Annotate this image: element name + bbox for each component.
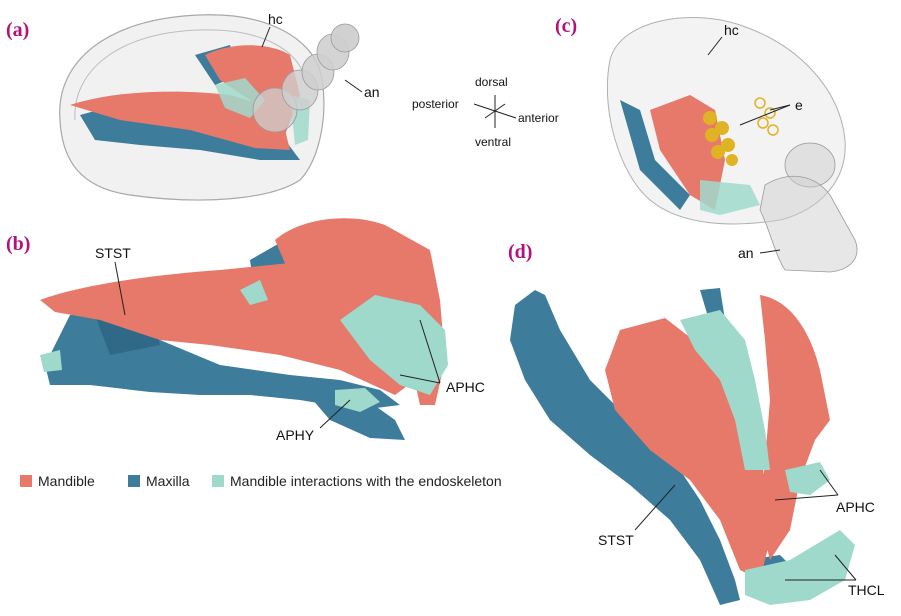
- panel-a-letter: (a): [6, 19, 29, 41]
- panel-b: (b) STST APHC APHY: [6, 218, 485, 443]
- panel-c-eye-facet: [711, 145, 725, 159]
- panel-c-eye-facet: [726, 154, 738, 166]
- legend-label-interaction: Mandible interactions with the endoskele…: [230, 473, 502, 489]
- panel-a-antenna-seg5: [331, 24, 359, 52]
- panel-a-an-label: an: [364, 84, 380, 100]
- panel-b-stst-label: STST: [95, 245, 131, 261]
- panel-a: (a) hc an: [6, 11, 380, 200]
- panel-c-an-label: an: [738, 245, 754, 261]
- orientation-posterior: posterior: [412, 97, 459, 111]
- legend: Mandible Maxilla Mandible interactions w…: [20, 473, 502, 489]
- panel-d-thcl-label: THCL: [848, 582, 885, 598]
- panel-a-an-leader: [345, 80, 362, 92]
- panel-d-stst-label: STST: [598, 532, 634, 548]
- panel-b-aphc-label: APHC: [446, 379, 485, 395]
- panel-b-interaction-tip: [40, 350, 62, 372]
- legend-label-maxilla: Maxilla: [146, 473, 190, 489]
- orientation-indicator: dorsal ventral anterior posterior: [412, 75, 559, 149]
- panel-d: (d) STST APHC THCL: [508, 241, 885, 605]
- legend-swatch-interaction: [212, 475, 224, 487]
- legend-swatch-maxilla: [128, 475, 140, 487]
- panel-d-aphc-label: APHC: [836, 499, 875, 515]
- orientation-dorsal: dorsal: [475, 75, 508, 89]
- orientation-ventral: ventral: [475, 135, 511, 149]
- panel-b-aphy-label: APHY: [276, 427, 315, 443]
- orientation-anterior: anterior: [518, 111, 559, 125]
- panel-c-eye-facet: [705, 128, 719, 142]
- legend-swatch-mandible: [20, 475, 32, 487]
- panel-d-mandible-right: [760, 295, 830, 560]
- panel-c-e-label: e: [795, 97, 803, 113]
- panel-b-letter: (b): [6, 233, 30, 255]
- panel-a-hc-label: hc: [268, 11, 283, 27]
- legend-label-mandible: Mandible: [38, 473, 95, 489]
- panel-c-letter: (c): [555, 15, 577, 37]
- panel-c: (c) hc e an: [555, 15, 857, 272]
- panel-c-eye-facet: [703, 111, 717, 125]
- panel-d-letter: (d): [508, 241, 532, 263]
- panel-c-antenna-scape: [760, 176, 857, 272]
- panel-c-hc-label: hc: [724, 22, 739, 38]
